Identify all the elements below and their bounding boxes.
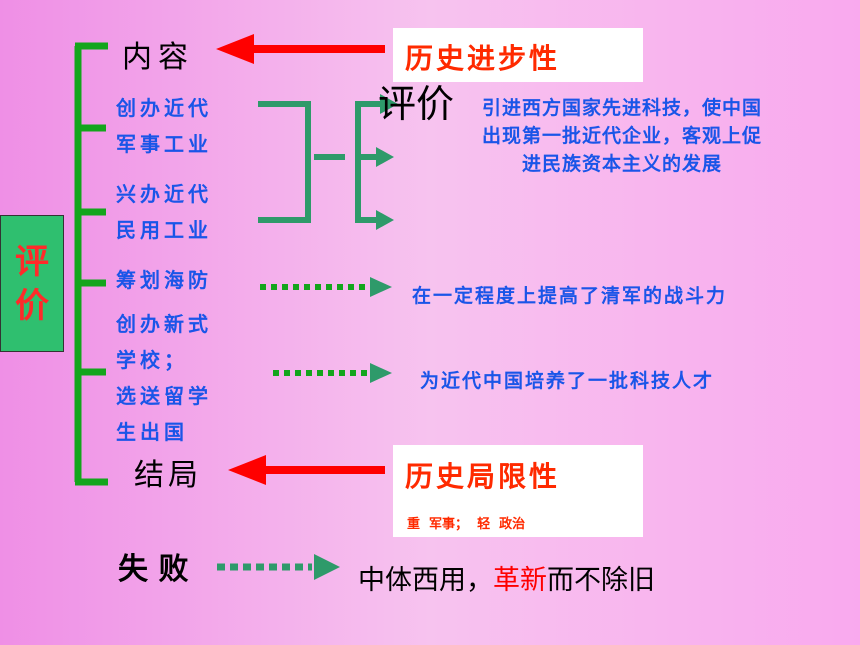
result-tech-line3: 进民族资本主义的发展 [521,153,722,175]
item-military-line2: 军事工业 [116,132,212,156]
failure-arrow [217,554,340,580]
industry-arrowheads [376,94,398,230]
item-school-line1: 创办新式 [116,312,212,336]
conclusion-part3: 而不除旧 [547,565,655,596]
limitation-arrow [228,455,385,485]
progressive-box: 历史进步性 [393,28,643,82]
evaluation-char-1: 评 [15,241,49,282]
progressive-arrow [216,34,385,64]
content-label: 内容 [122,40,194,75]
item-civil-line1: 兴办近代 [116,182,212,206]
result-tech-line2: 出现第一批近代企业，客观上促 [481,125,762,147]
item-school-line2: 学校； [116,348,188,372]
industry-connector [258,101,384,223]
item-navy: 筹划海防 [116,262,212,298]
overlay-evaluation-label: 评价 [378,82,455,126]
progressive-label: 历史进步性 [405,42,561,75]
limitation-box: 历史局限性 重 军事； 轻 政治 [393,445,643,537]
result-talent: 为近代中国培养了一批科技人才 [420,370,715,392]
navy-arrow [260,277,392,297]
result-label: 结局 [134,458,202,493]
item-school-and-study: 创办新式 学校； 选送留学 生出国 [116,306,212,450]
evaluation-char-2: 价 [15,285,49,326]
conclusion-text: 中体西用，革新而不除旧 [358,558,655,597]
limitation-note: 重 军事； 轻 政治 [407,517,526,532]
conclusion-highlight: 革新 [493,565,547,596]
item-civil-industry: 兴办近代 民用工业 [116,176,212,248]
talent-arrow [273,363,392,383]
main-bracket [74,42,108,486]
item-military-industry: 创办近代 军事工业 [116,90,212,162]
item-study-line2: 生出国 [116,420,188,444]
failure-label: 失 败 [118,552,189,587]
item-study-line1: 选送留学 [116,384,212,408]
item-military-line1: 创办近代 [116,96,212,120]
limitation-label: 历史局限性 [405,460,561,493]
result-tech-line1: 引进西方国家先进科技，使中国 [481,97,762,119]
result-tech: 引进西方国家先进科技，使中国 出现第一批近代企业，客观上促 进民族资本主义的发展 [422,94,822,178]
result-combat: 在一定程度上提高了清军的战斗力 [412,285,728,307]
evaluation-box: 评 价 [0,215,64,352]
conclusion-part1: 中体西用， [358,565,493,596]
item-navy-line1: 筹划海防 [116,268,212,292]
item-civil-line2: 民用工业 [116,218,212,242]
